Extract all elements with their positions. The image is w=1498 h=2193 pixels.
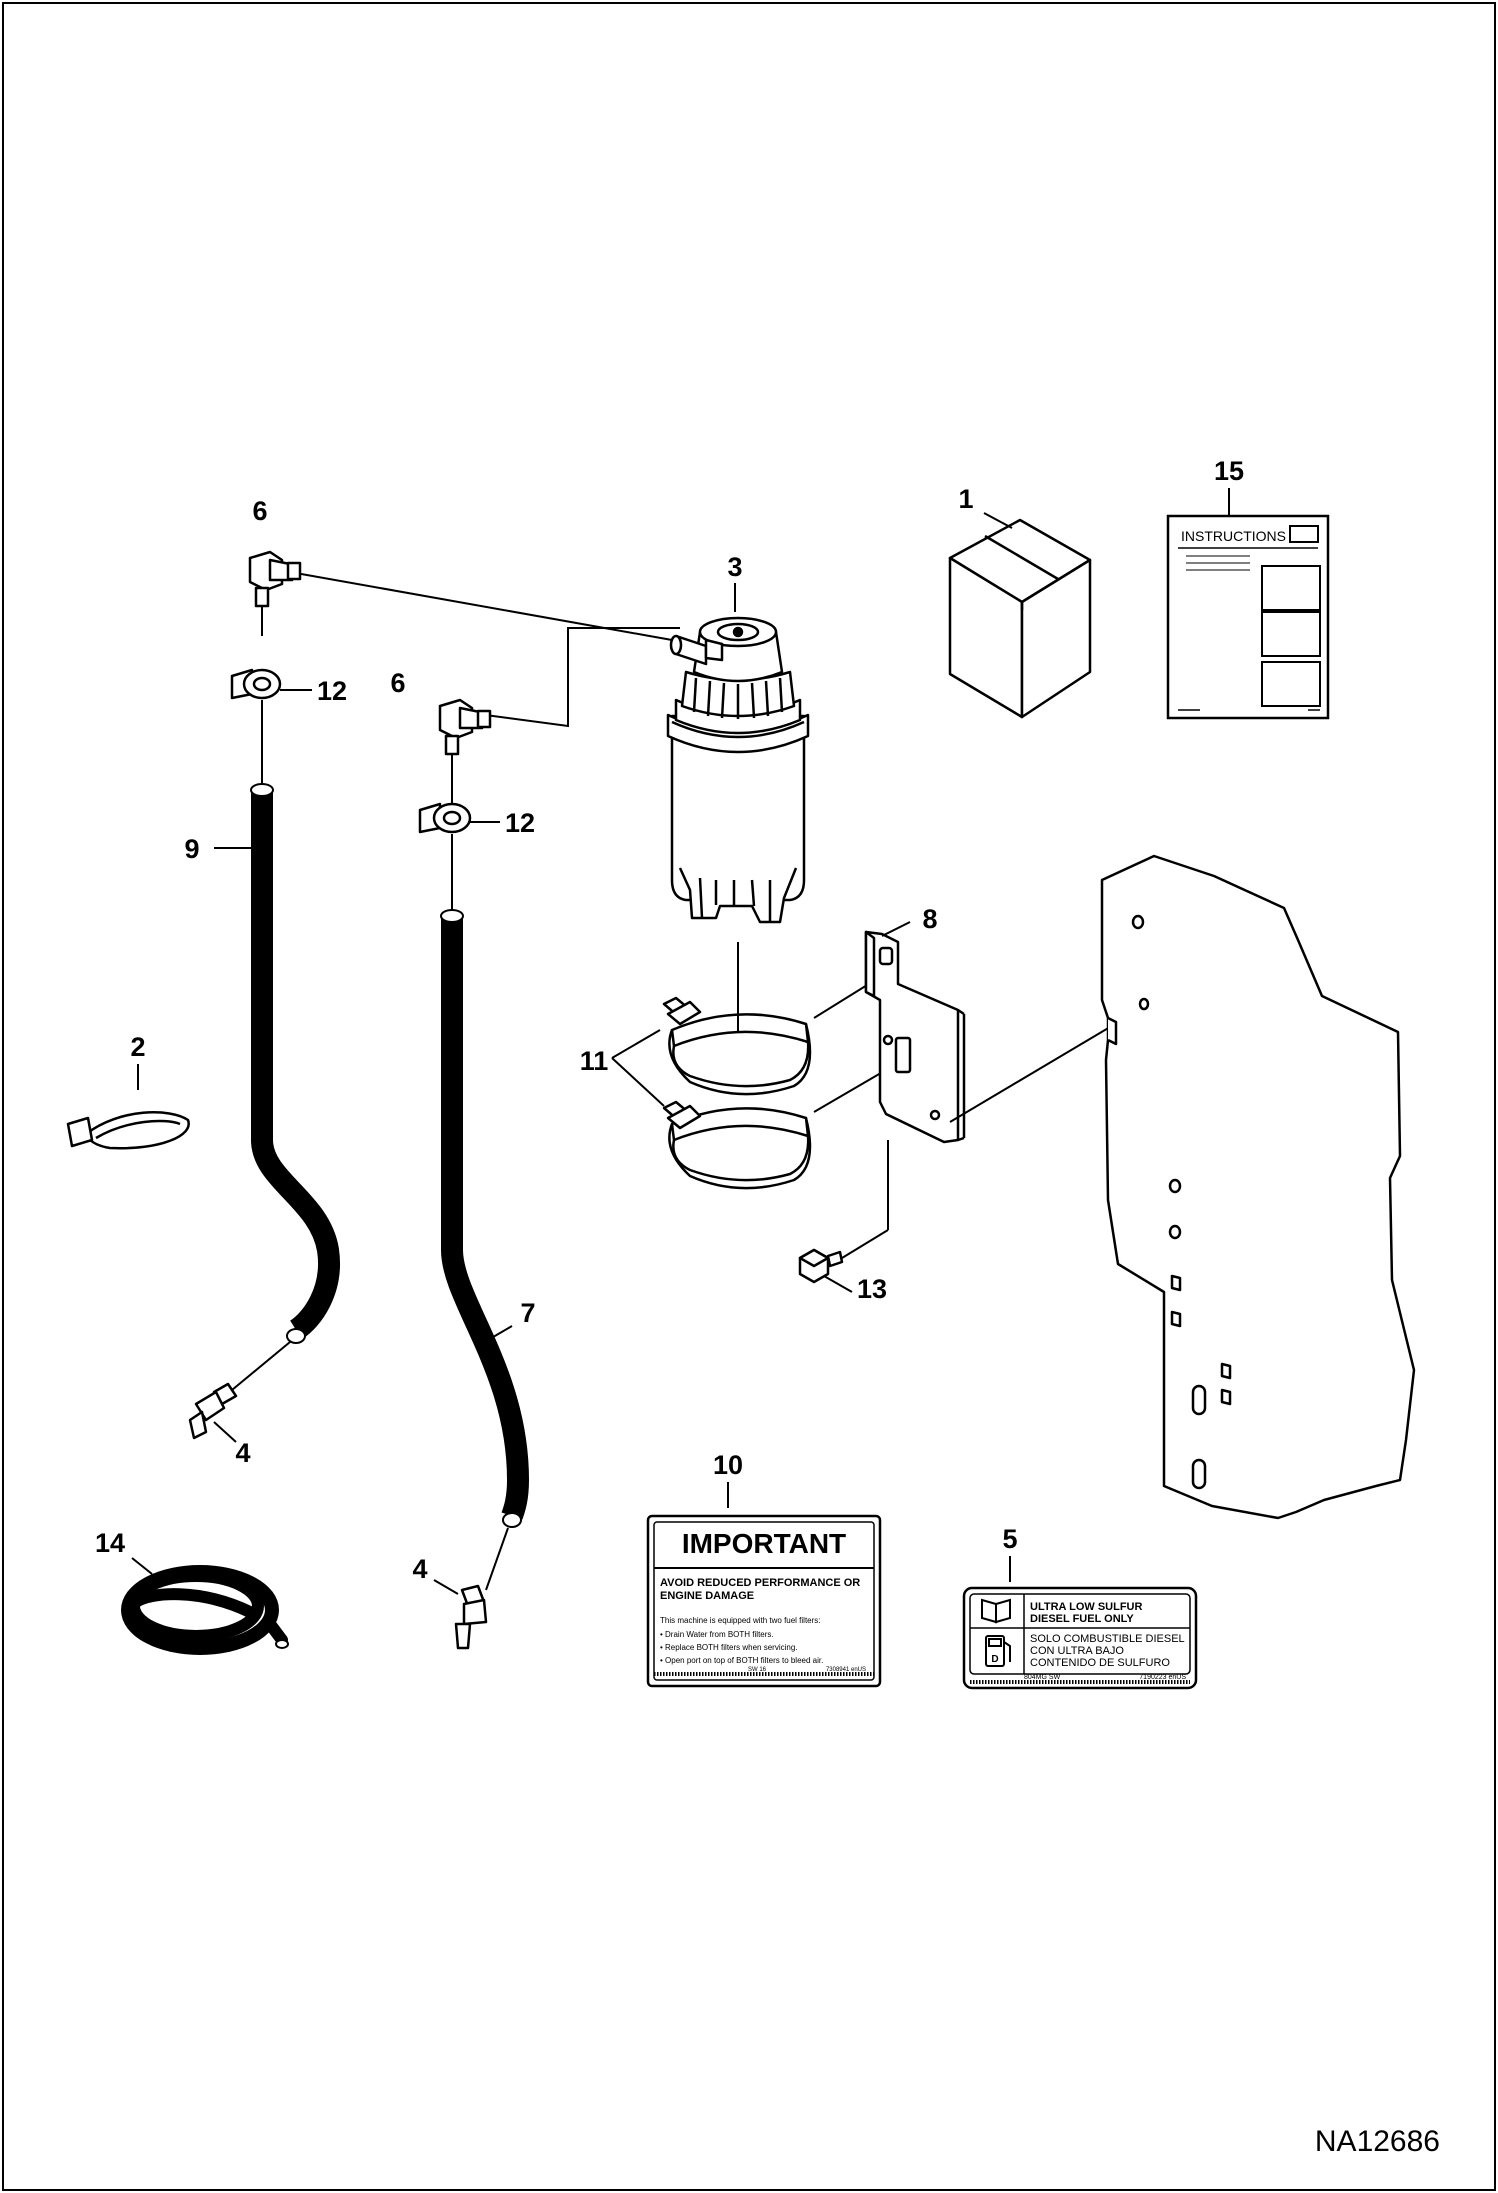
leader-line xyxy=(131,1557,153,1575)
fuel-line-upper xyxy=(289,571,673,641)
elbow-fitting-upper xyxy=(248,550,302,636)
callout-5: 5 xyxy=(1002,1524,1017,1554)
leader-line xyxy=(813,1069,887,1113)
elbow-fitting-lower xyxy=(438,698,492,806)
callout-1: 1 xyxy=(958,484,973,514)
hose-right xyxy=(441,916,530,1520)
callout-2: 2 xyxy=(130,1032,145,1062)
important-decal xyxy=(646,1514,882,1688)
hose-left xyxy=(251,790,340,1340)
fuel-decal-footer-left: 804MG SW xyxy=(1024,1674,1061,1681)
fuel-decal-line-3: SOLO COMBUSTIBLE DIESEL xyxy=(1030,1633,1185,1645)
leader-line xyxy=(813,981,873,1019)
leader-line xyxy=(213,1421,237,1443)
leader-line xyxy=(433,1579,459,1595)
instructions-card xyxy=(1166,514,1330,720)
fuel-pump-icon xyxy=(985,1635,1011,1667)
fuel-decal-line-1: ULTRA LOW SULFUR xyxy=(1030,1601,1142,1613)
band-clamp-lower xyxy=(662,1100,812,1190)
hose-right-end-bottom xyxy=(502,1512,522,1528)
leader-line xyxy=(823,1275,853,1293)
callout-8: 8 xyxy=(922,904,937,934)
leader-line xyxy=(487,1325,513,1341)
hose-clamp-lower xyxy=(418,802,472,910)
important-decal-footer-left: SW 16 xyxy=(748,1667,767,1673)
machine-frame xyxy=(1100,854,1416,1520)
important-decal-heading-1: AVOID REDUCED PERFORMANCE OR xyxy=(660,1577,860,1589)
important-decal-bullet-1: • Drain Water from BOTH filters. xyxy=(660,1630,774,1639)
callout-15: 15 xyxy=(1214,456,1244,486)
important-decal-intro: This machine is equipped with two fuel f… xyxy=(660,1616,821,1625)
leader-line xyxy=(611,1029,661,1059)
hose-clamp-upper xyxy=(230,668,282,784)
drawing-id: NA12686 xyxy=(1315,2125,1440,2158)
callout-13: 13 xyxy=(857,1274,887,1304)
callout-4a: 4 xyxy=(235,1438,250,1468)
important-decal-bullet-2: • Replace BOTH filters when servicing. xyxy=(660,1643,798,1652)
callout-14: 14 xyxy=(95,1528,125,1558)
callout-9: 9 xyxy=(184,834,199,864)
barbed-fitting-left xyxy=(188,1341,291,1440)
important-decal-heading-2: ENGINE DAMAGE xyxy=(660,1590,754,1602)
fuel-filter xyxy=(666,616,810,924)
leader-line xyxy=(983,512,1013,529)
band-clamp-upper xyxy=(662,996,812,1096)
callout-4b: 4 xyxy=(412,1554,427,1584)
coiled-tubing-end xyxy=(275,1639,289,1649)
fuel-decal-footer-right: 7190223 enUS xyxy=(1139,1674,1186,1681)
callout-3: 3 xyxy=(727,552,742,582)
leader-line xyxy=(841,1229,889,1259)
cable-tie xyxy=(66,1111,190,1150)
leader-line xyxy=(881,921,911,937)
coiled-tubing xyxy=(121,1565,288,1655)
fuel-line-lower xyxy=(477,627,680,728)
fuel-decal-line-4: CON ULTRA BAJO xyxy=(1030,1645,1124,1657)
fuel-decal-line-2: DIESEL FUEL ONLY xyxy=(1030,1613,1134,1625)
bolt xyxy=(798,1248,844,1284)
callout-12a: 12 xyxy=(317,676,347,706)
mounting-bracket xyxy=(864,930,966,1144)
fuel-decal-line-5: CONTENIDO DE SULFURO xyxy=(1030,1657,1170,1669)
instructions-card-title: INSTRUCTIONS xyxy=(1181,528,1286,544)
barbed-fitting-right xyxy=(454,1527,509,1650)
book-icon xyxy=(981,1598,1011,1624)
hose-left-end-bottom xyxy=(286,1328,306,1344)
leader-line xyxy=(611,1057,665,1107)
hose-right-end-top xyxy=(440,909,464,923)
important-decal-title: IMPORTANT xyxy=(682,1528,846,1559)
part-box xyxy=(948,518,1092,719)
callout-11: 11 xyxy=(580,1046,609,1076)
hose-left-end-top xyxy=(250,783,274,797)
callout-6a: 6 xyxy=(252,496,267,526)
callout-12b: 12 xyxy=(505,808,535,838)
important-decal-footer-right: 7308941 enUS xyxy=(826,1667,866,1673)
fuel-pump-letter: D xyxy=(991,1654,998,1665)
important-decal-bullet-3: • Open port on top of BOTH filters to bl… xyxy=(660,1656,823,1665)
callout-7: 7 xyxy=(520,1298,535,1328)
fuel-decal xyxy=(962,1586,1198,1690)
callout-6b: 6 xyxy=(390,668,405,698)
callout-10: 10 xyxy=(713,1450,743,1480)
